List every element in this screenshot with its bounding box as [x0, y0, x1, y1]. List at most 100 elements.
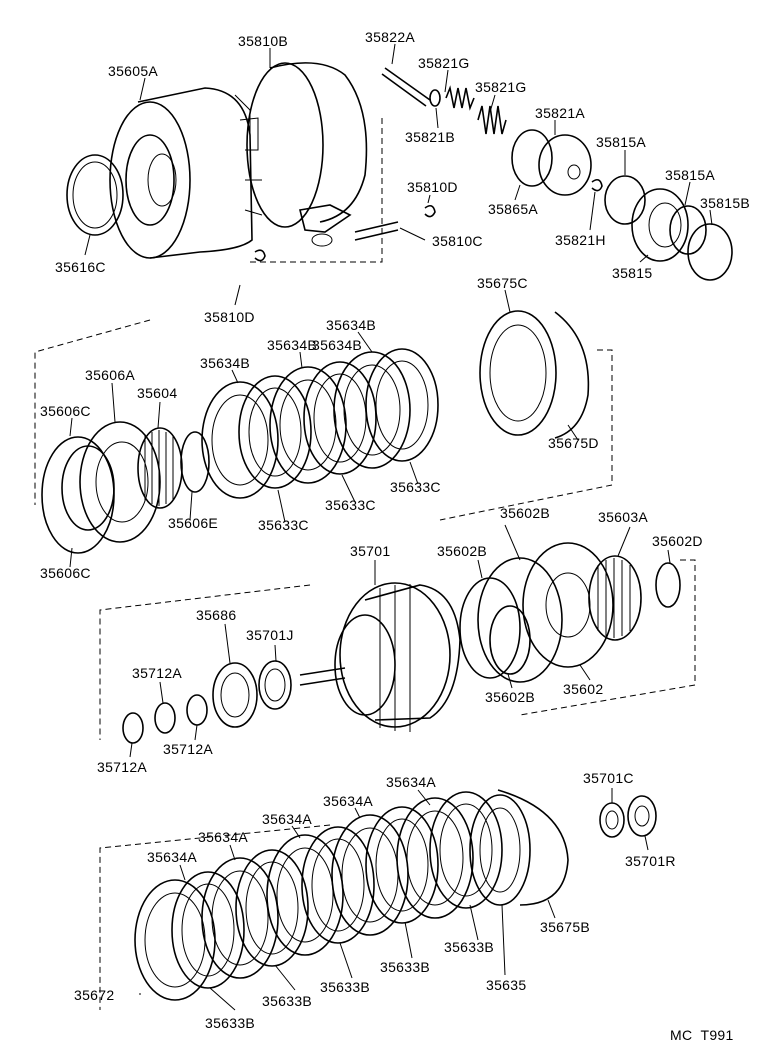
part-35604-spring-retainer — [137, 427, 183, 509]
label-35633c-2: 35633C — [325, 497, 376, 513]
label-35821g-2: 35821G — [475, 79, 527, 95]
label-35701j: 35701J — [246, 627, 294, 643]
label-35821g-1: 35821G — [418, 55, 470, 71]
label-35821b: 35821B — [405, 129, 455, 145]
part-35821b-ring — [429, 89, 441, 107]
label-35810d-upper: 35810D — [407, 179, 458, 195]
label-35604: 35604 — [137, 385, 177, 401]
part-35810c-pin — [354, 221, 399, 241]
label-35701: 35701 — [350, 543, 390, 559]
part-35821g-spring-small — [445, 85, 475, 111]
part-35712a-washer-2 — [154, 702, 176, 734]
label-35815: 35815 — [612, 265, 652, 281]
label-35633b-5: 35633B — [205, 1015, 255, 1031]
part-35633b-disc-3 — [301, 826, 375, 944]
part-35633b-disc-5 — [429, 791, 503, 909]
label-35634b-1: 35634B — [326, 317, 376, 333]
label-35672: 35672 — [74, 987, 114, 1003]
label-35633b-1: 35633B — [444, 939, 494, 955]
part-35821h-clip — [591, 178, 603, 192]
label-35602b-3: 35602B — [485, 689, 535, 705]
label-35602b-1: 35602B — [500, 505, 550, 521]
part-35602b-plate-2 — [477, 557, 563, 683]
label-35810c: 35810C — [432, 233, 483, 249]
label-35633b-3: 35633B — [320, 979, 370, 995]
part-35815b-snap-ring — [687, 223, 733, 281]
part-35634a-plate-1 — [201, 857, 279, 979]
label-35605a: 35605A — [108, 63, 158, 79]
part-35634a-plate-2 — [266, 834, 344, 956]
label-35634a-1: 35634A — [386, 774, 436, 790]
label-35821h: 35821H — [555, 232, 606, 248]
label-35602: 35602 — [563, 681, 603, 697]
dashed-frames — [34, 118, 696, 1010]
label-35675d: 35675D — [548, 435, 599, 451]
part-35675b-snap-ring — [497, 789, 569, 906]
part-35633c-clutch-disc-3 — [365, 348, 439, 462]
label-35603a: 35603A — [598, 509, 648, 525]
label-35675c: 35675C — [477, 275, 528, 291]
label-35606c-upper: 35606C — [40, 403, 91, 419]
label-35865a: 35865A — [488, 201, 538, 217]
label-35810b: 35810B — [238, 33, 288, 49]
part-35815a-cover — [604, 175, 646, 225]
part-35810d-clip-lower — [254, 249, 266, 262]
label-35635: 35635 — [486, 977, 526, 993]
part-35603a-spring-retainer — [588, 555, 642, 641]
part-35821g-spring-large — [477, 105, 507, 135]
part-35701r-bearing — [627, 795, 657, 837]
label-35634b-2: 35634B — [267, 337, 317, 353]
label-35606e: 35606E — [168, 515, 218, 531]
label-35815a-2: 35815A — [665, 167, 715, 183]
label-35712a-1: 35712A — [132, 665, 182, 681]
part-35815-piston — [631, 188, 689, 262]
label-35686: 35686 — [196, 607, 236, 623]
label-35633b-4: 35633B — [262, 993, 312, 1009]
part-35633c-clutch-disc-2 — [303, 361, 377, 475]
label-35634a-2: 35634A — [323, 793, 373, 809]
part-35633b-disc-4 — [365, 806, 439, 924]
part-35616c-washer — [66, 154, 124, 236]
label-35616c: 35616C — [55, 259, 106, 275]
label-35634a-5: 35634A — [147, 849, 197, 865]
part-35606e-snap-ring — [180, 431, 210, 493]
part-35821a-piston — [538, 134, 592, 196]
part-35633c-clutch-disc-1 — [238, 375, 312, 489]
leader-lines — [69, 43, 713, 1011]
label-35815b: 35815B — [700, 195, 750, 211]
part-35634b-clutch-plate-1 — [201, 381, 279, 499]
label-35633c-3: 35633C — [258, 517, 309, 533]
label-35822a: 35822A — [365, 29, 415, 45]
label-35606c-lower: 35606C — [40, 565, 91, 581]
part-35633b-disc-2 — [235, 849, 309, 967]
label-35633b-2: 35633B — [380, 959, 430, 975]
label-35701r: 35701R — [625, 853, 676, 869]
label-35634a-4: 35634A — [198, 829, 248, 845]
part-35606a-piston — [79, 421, 161, 543]
label-35602d: 35602D — [652, 533, 703, 549]
part-labels: 35810B 35822A 35605A 35821G 35821G 35821… — [40, 29, 750, 1043]
part-35810d-clip-upper — [424, 204, 436, 218]
part-35675d-snap-ring — [554, 311, 590, 439]
label-35821a: 35821A — [535, 105, 585, 121]
label-35633c-1: 35633C — [390, 479, 441, 495]
label-35675b: 35675B — [540, 919, 590, 935]
part-35633b-disc-1 — [171, 871, 245, 989]
part-35635-flange — [469, 794, 531, 906]
part-35701-shaft-drum — [299, 582, 461, 732]
part-35605a-drum — [109, 87, 263, 259]
part-35634a-plate-4 — [396, 797, 474, 919]
label-35701c: 35701C — [583, 770, 634, 786]
label-35712a-3: 35712A — [97, 759, 147, 775]
part-35701c-washer — [599, 802, 625, 838]
part-35865a-seal — [511, 129, 553, 187]
part-35822a-rod — [381, 67, 431, 107]
label-35810d-lower: 35810D — [204, 309, 255, 325]
label-35634b-3: 35634B — [200, 355, 250, 371]
part-35675c-flange — [479, 310, 557, 436]
part-35602-piston — [522, 542, 614, 668]
part-35672-flange — [134, 879, 216, 1001]
label-35602b-2: 35602B — [437, 543, 487, 559]
